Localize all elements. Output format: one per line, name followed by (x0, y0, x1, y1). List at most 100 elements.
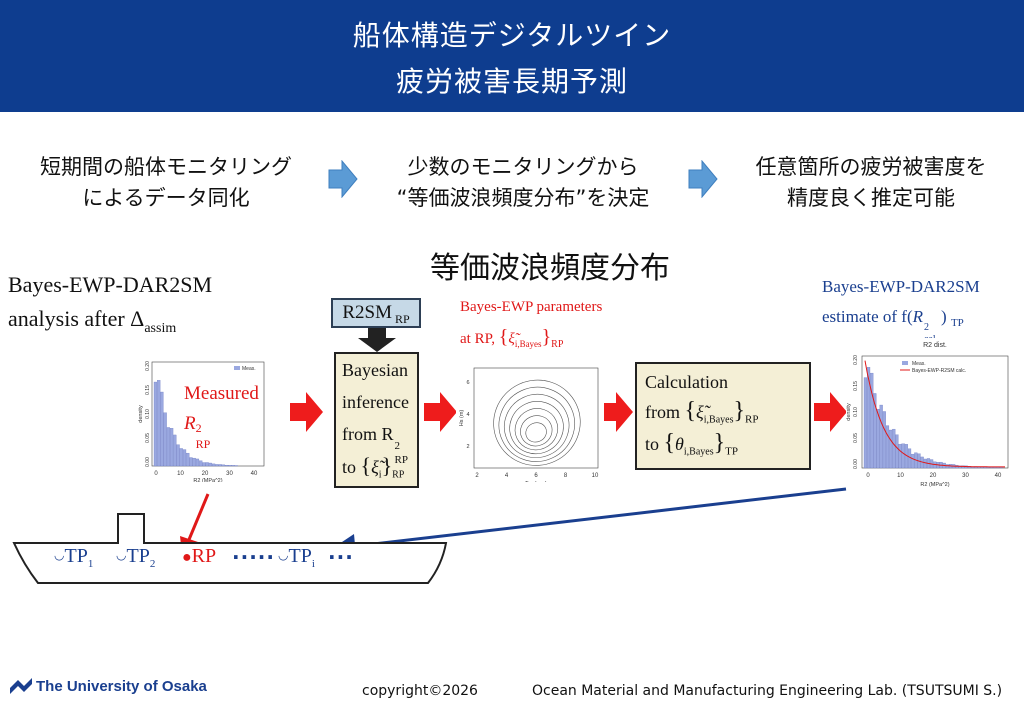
left-title-line-1: Bayes-EWP-DAR2SM (8, 272, 213, 297)
tpi-sub: i (311, 558, 315, 570)
step-3: 任意箇所の疲労被害度を 精度良く推定可能 (726, 152, 1016, 214)
center-title: 等価波浪頻度分布 (430, 251, 670, 286)
histogram-bar (199, 460, 203, 467)
left-title-text: analysis after Δ (8, 306, 145, 331)
histogram-bar (867, 367, 871, 469)
x-tick-label: 10 (592, 473, 599, 479)
x-tick-label: 30 (962, 473, 969, 479)
bayes-line-2: inference (342, 392, 409, 412)
left-title-line-2: analysis after Δassim (8, 302, 212, 346)
y-axis-label: density (846, 403, 852, 421)
y-tick-label: 0.05 (853, 433, 859, 443)
y-tick-label: 0.20 (853, 355, 859, 365)
histogram-bar (182, 449, 187, 467)
contour-line (498, 386, 575, 462)
x-tick-label: 6 (534, 473, 538, 479)
calc-xi: ξ̃ (696, 402, 704, 422)
histogram-bar (157, 380, 161, 467)
params-title: Bayes-EWP parameters at RP, {ξ̃i,Bayes}R… (460, 292, 602, 360)
red-arrow-1-icon (290, 392, 323, 432)
calc-xi-sub: i,Bayes (703, 414, 734, 426)
histogram-bar (898, 443, 902, 469)
bayes-to: to (342, 457, 357, 477)
legend-meas-label: Meas. (912, 361, 926, 367)
x-tick-label: 4 (505, 473, 509, 479)
x-tick-label: 2 (475, 473, 479, 479)
ship-dots-2: ··· (328, 545, 354, 569)
histogram-bar (895, 434, 899, 469)
ship-dots-1: ····· (232, 545, 275, 569)
contour-line (525, 422, 547, 443)
ship-hull-icon (12, 513, 448, 584)
calc-theta: θ (675, 434, 684, 454)
x-tick-label: 20 (202, 471, 209, 477)
left-title-sub: assim (144, 321, 177, 336)
x-axis-label: R2 (MPa^2) (920, 482, 949, 488)
histogram-bar (911, 453, 915, 469)
calc-curve (864, 360, 1005, 468)
y-tick-label: 0.20 (145, 361, 151, 371)
histogram-bar (205, 462, 209, 467)
plot-title: R2 dist. (923, 342, 947, 349)
y-axis-label: Hs (m) (459, 410, 465, 427)
legend-label: Meas. (242, 366, 256, 372)
params-xi: ξ̃ (508, 331, 515, 347)
tp1-sub: 1 (87, 558, 94, 570)
calc-to: to (645, 434, 660, 454)
calc-line-3: to {θi,Bayes}TP (645, 430, 738, 458)
step-1: 短期間の船体モニタリング によるデータ同化 (14, 152, 318, 214)
histogram-bar (882, 411, 886, 469)
y-tick-label: 2 (466, 444, 469, 450)
measured-r-sup: 2 (195, 421, 202, 435)
bayes-from-r: from R (342, 424, 394, 444)
histogram-bar (163, 412, 167, 467)
calc-line-2: from {ξ̃i,Bayes}RP (645, 398, 759, 426)
histogram-bar (885, 425, 890, 469)
step-2-line-2: “等価波浪頻度分布”を決定 (396, 186, 650, 210)
copyright: copyright©2026 (362, 683, 478, 699)
histogram-bar (173, 434, 177, 467)
tp1-text: TP (64, 545, 88, 567)
bayes-set-sub: RP (392, 469, 405, 481)
tp2-label: ◡TP2 (116, 545, 156, 570)
tpi-label: ◡TPi (278, 545, 315, 570)
university-logo-icon (10, 678, 32, 694)
legend-calc-label: Bayes-EWP-R2SM calc. (912, 368, 966, 374)
histogram-bar (228, 465, 232, 467)
r2sm-sub: RP (394, 312, 410, 326)
university-name: The University of Osaka (36, 678, 207, 695)
histogram-bar (179, 448, 183, 467)
tp2-text: TP (126, 545, 150, 567)
y-tick-label: 0.05 (145, 433, 151, 443)
histogram-bar (170, 428, 174, 467)
tp2-sub: 2 (149, 558, 156, 570)
y-tick-label: 0.10 (145, 409, 151, 419)
y-tick-label: 6 (466, 380, 469, 386)
step-arrow-2-icon (688, 160, 718, 198)
contour-line (493, 379, 581, 466)
calculation-box: Calculation from {ξ̃i,Bayes}RP to {θi,Ba… (635, 362, 811, 470)
x-tick-label: 8 (564, 473, 568, 479)
histogram-bar (176, 444, 180, 467)
measured-r-sub: RP (195, 437, 211, 451)
histogram-bar (208, 462, 212, 467)
bayes-line-4: to {ξ̃i}RP (342, 453, 405, 481)
params-xi-sub: i,Bayes (514, 339, 542, 349)
step-2-line-1: 少数のモニタリングから (407, 155, 639, 179)
histogram-bar (186, 452, 190, 467)
rp-label: ●RP (182, 545, 217, 567)
histogram-bar (234, 465, 238, 467)
tpi-text: TP (288, 545, 312, 567)
step-arrow-1-icon (328, 160, 358, 198)
x-tick-label: 10 (897, 473, 904, 479)
down-arrow-icon (358, 328, 396, 352)
x-axis-label: Tm (sec) (525, 481, 547, 482)
params-set-sub: RP (551, 339, 564, 350)
histogram-bar (224, 464, 229, 467)
